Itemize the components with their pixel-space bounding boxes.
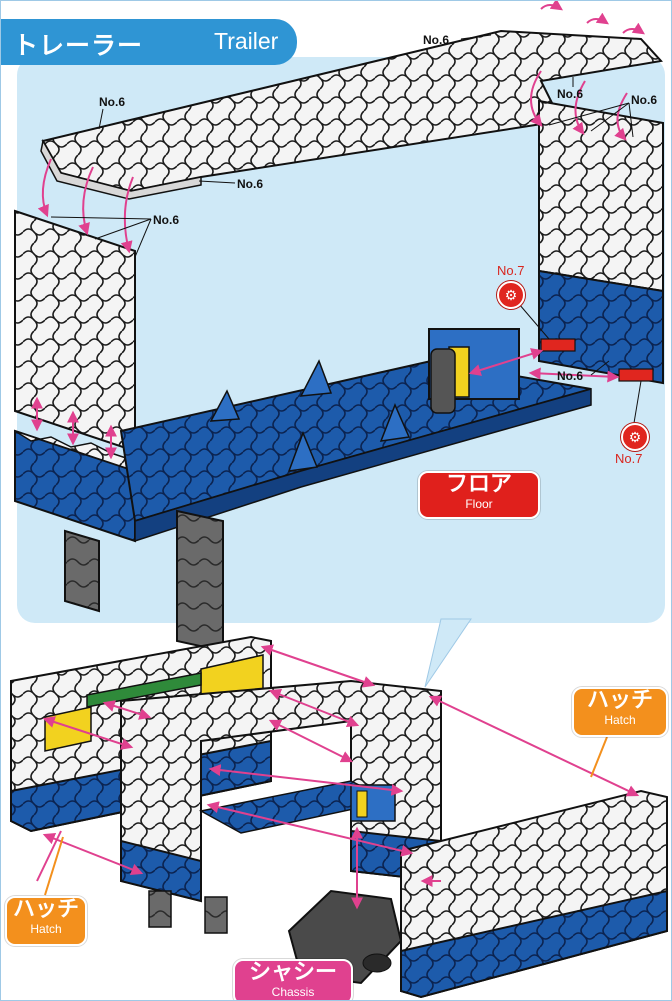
part-label-no7-top: No.7 <box>497 263 525 278</box>
chassis-tag-japanese: シャシー <box>248 960 337 985</box>
floor-assembly <box>14 328 592 543</box>
part-label-no6-roof-top: No.6 <box>423 33 450 47</box>
assembled-legs <box>148 890 228 934</box>
panel-pointer <box>424 618 472 688</box>
floor-legs <box>64 509 224 653</box>
chassis-tag-english: Chassis <box>271 985 315 999</box>
right-wall-panel <box>538 99 664 385</box>
left-wall-panel <box>14 209 136 453</box>
part-label-no6-right-top: No.6 <box>557 87 584 101</box>
screw-connector-icon: ⚙ <box>497 281 525 309</box>
title-japanese: トレーラー <box>13 31 144 60</box>
hatch-tag-left-english: Hatch <box>30 922 62 936</box>
title-english: Trailer <box>214 28 279 54</box>
part-label-no6-roof-left: No.6 <box>99 95 126 109</box>
hatch-tag-right-english: Hatch <box>604 713 636 727</box>
part-label-no6-right-wall: No.6 <box>631 93 658 107</box>
hatch-panel-right <box>400 789 668 999</box>
part-label-no6-floor: No.6 <box>557 369 584 383</box>
hatch-tag-right-japanese: ハッチ <box>586 688 653 713</box>
hatch-tag-left: ハッチ Hatch <box>5 896 87 946</box>
lower-connection-arrows <box>36 644 640 910</box>
floor-tag-english: Floor <box>465 497 493 511</box>
upper-connection-arrows <box>31 1 645 460</box>
part-label-no7-bottom: No.7 <box>615 451 643 466</box>
hatch-tag-left-japanese: ハッチ <box>12 897 79 922</box>
floor-tag-japanese: フロア <box>445 472 512 497</box>
roof-frame <box>40 29 663 200</box>
hatch-tag-right: ハッチ Hatch <box>572 687 668 737</box>
title-tab: トレーラー Trailer <box>1 19 297 65</box>
part-label-no6-roof-center: No.6 <box>237 177 264 191</box>
chassis-tag: シャシー Chassis <box>233 959 353 1000</box>
no7-connectors <box>540 338 654 382</box>
screw-connector-icon: ⚙ <box>621 423 649 451</box>
floor-tag: フロア Floor <box>418 471 540 519</box>
part-label-no6-left-wall: No.6 <box>153 213 180 227</box>
